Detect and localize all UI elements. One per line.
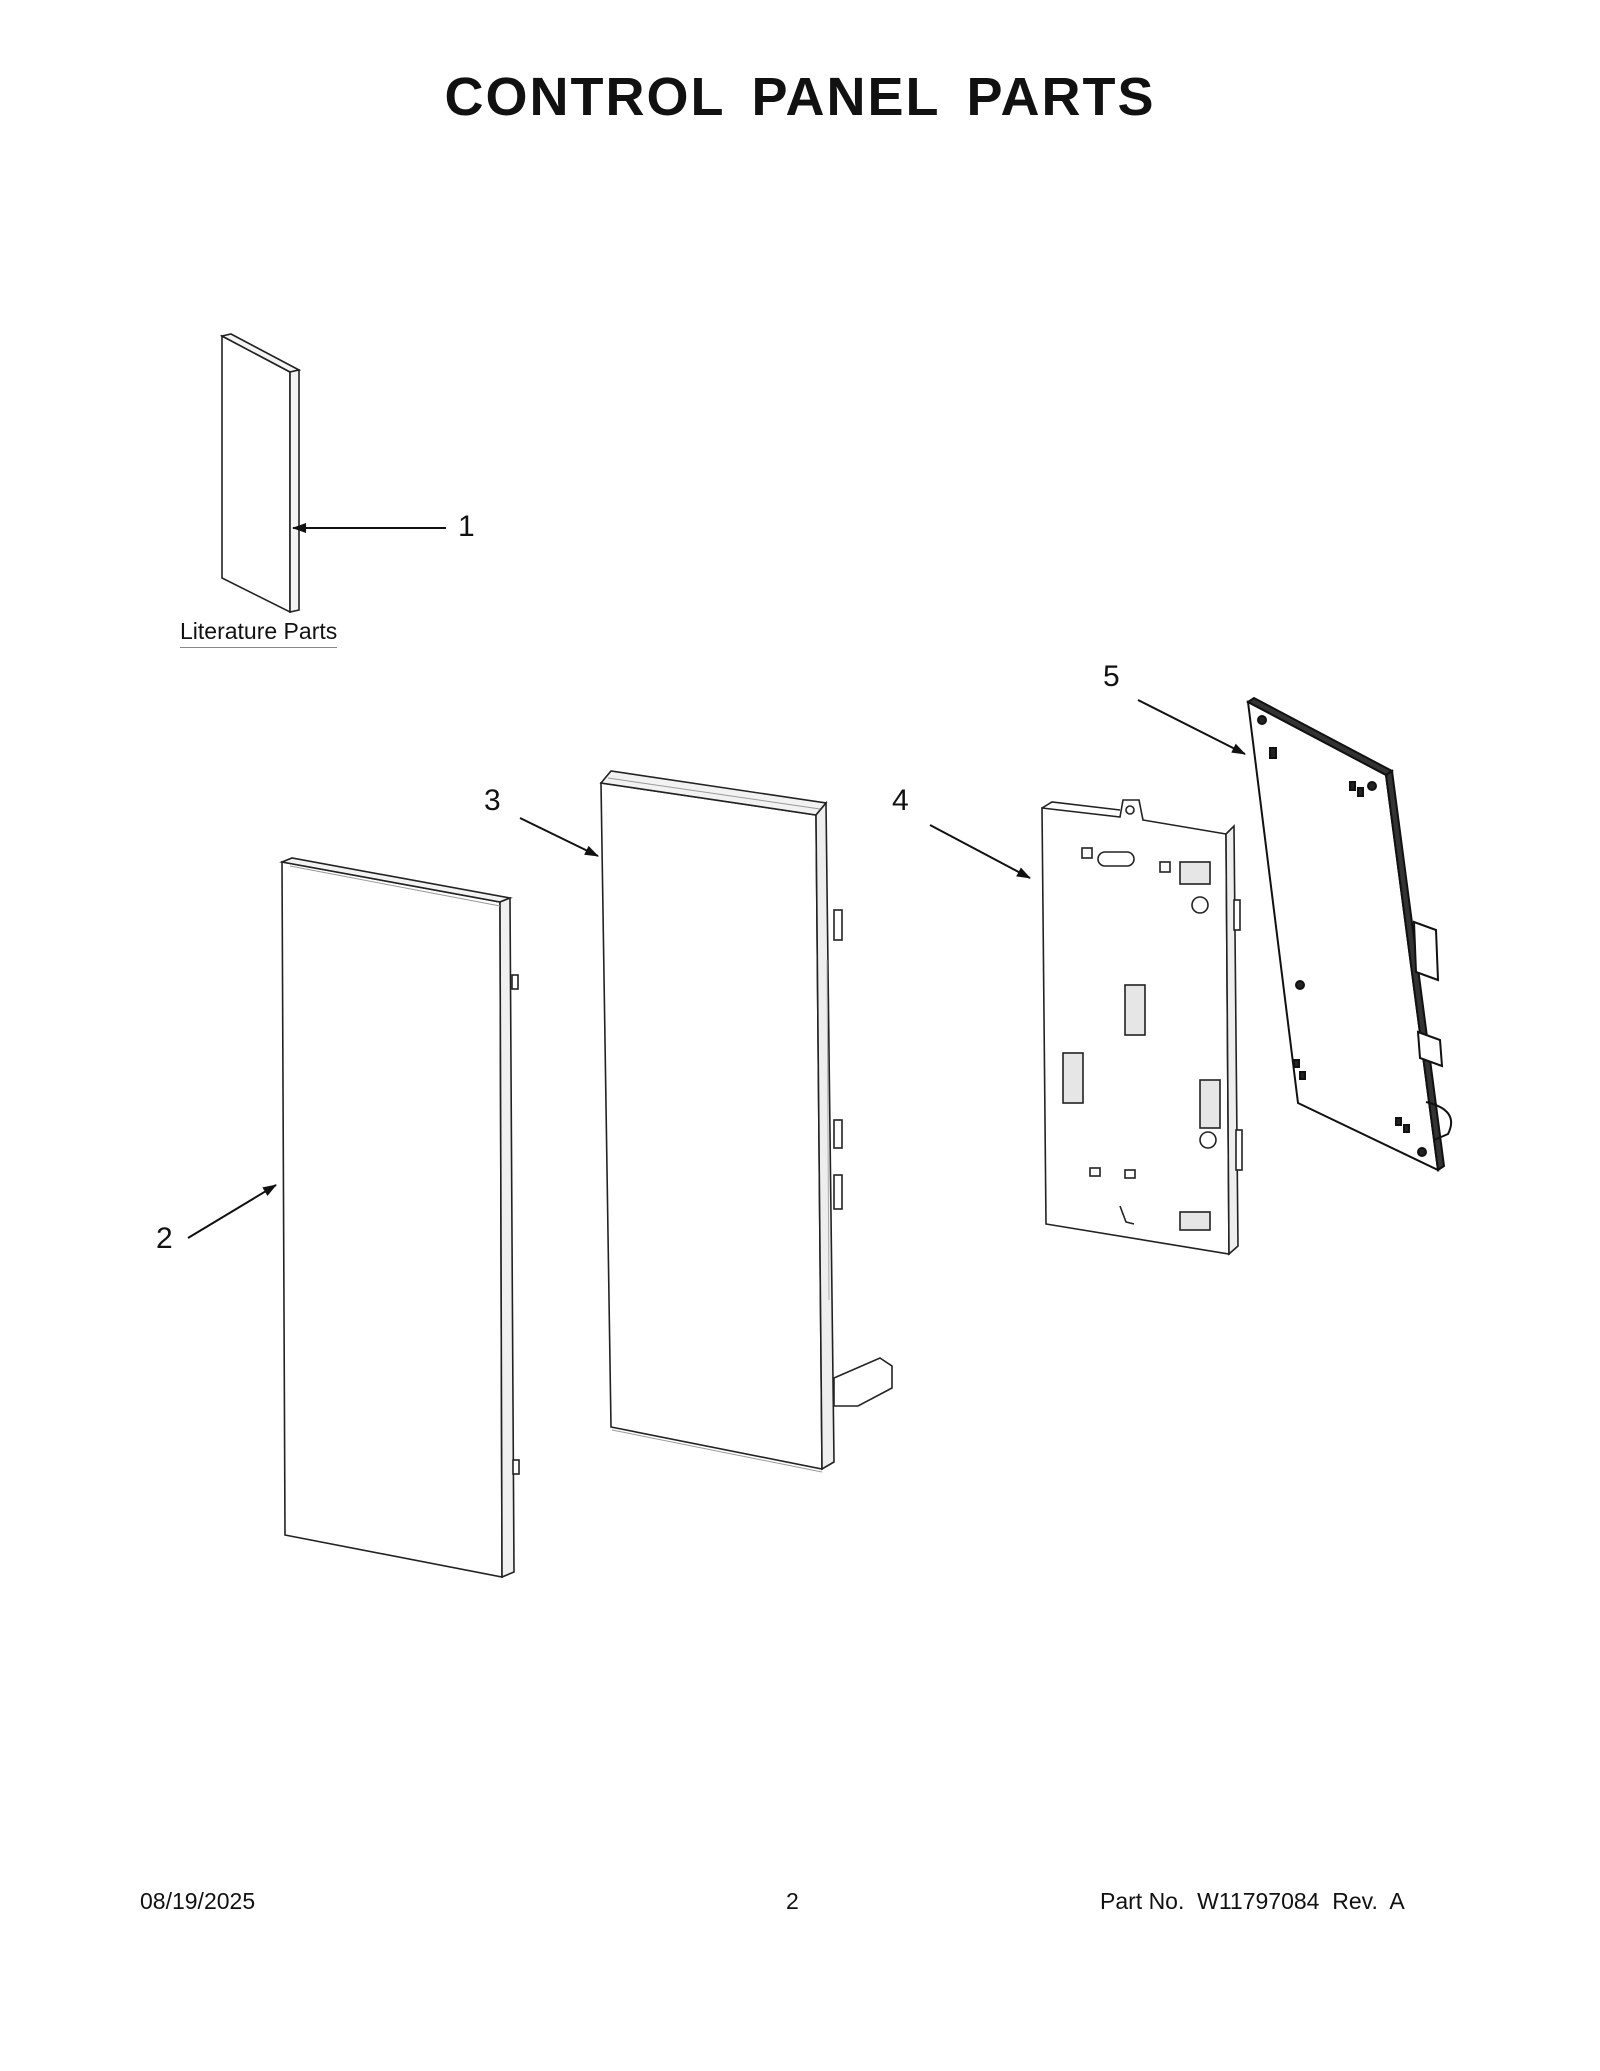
front-panel <box>279 857 520 1579</box>
callout-5-leader <box>1137 699 1246 755</box>
callout-3: 3 <box>484 784 501 817</box>
page-title: CONTROL PANEL PARTS <box>444 67 1156 127</box>
footer-page-number: 2 <box>786 1888 799 1914</box>
callout-5: 5 <box>1103 660 1120 693</box>
control-bracket <box>1041 799 1243 1256</box>
footer-part-number: Part No. W11797084 Rev. A <box>1100 1888 1405 1914</box>
literature-parts-label: Literature Parts <box>180 618 338 648</box>
callout-3-leader <box>519 817 599 857</box>
callout-4: 4 <box>892 784 909 817</box>
control-panel-housing <box>599 770 893 1473</box>
callout-2: 2 <box>156 1222 173 1255</box>
literature-booklet <box>219 333 302 614</box>
callout-1: 1 <box>458 510 475 543</box>
control-board <box>1246 696 1453 1172</box>
callout-4-leader <box>929 824 1031 879</box>
callout-2-leader <box>187 1184 277 1239</box>
footer-date: 08/19/2025 <box>140 1888 256 1914</box>
